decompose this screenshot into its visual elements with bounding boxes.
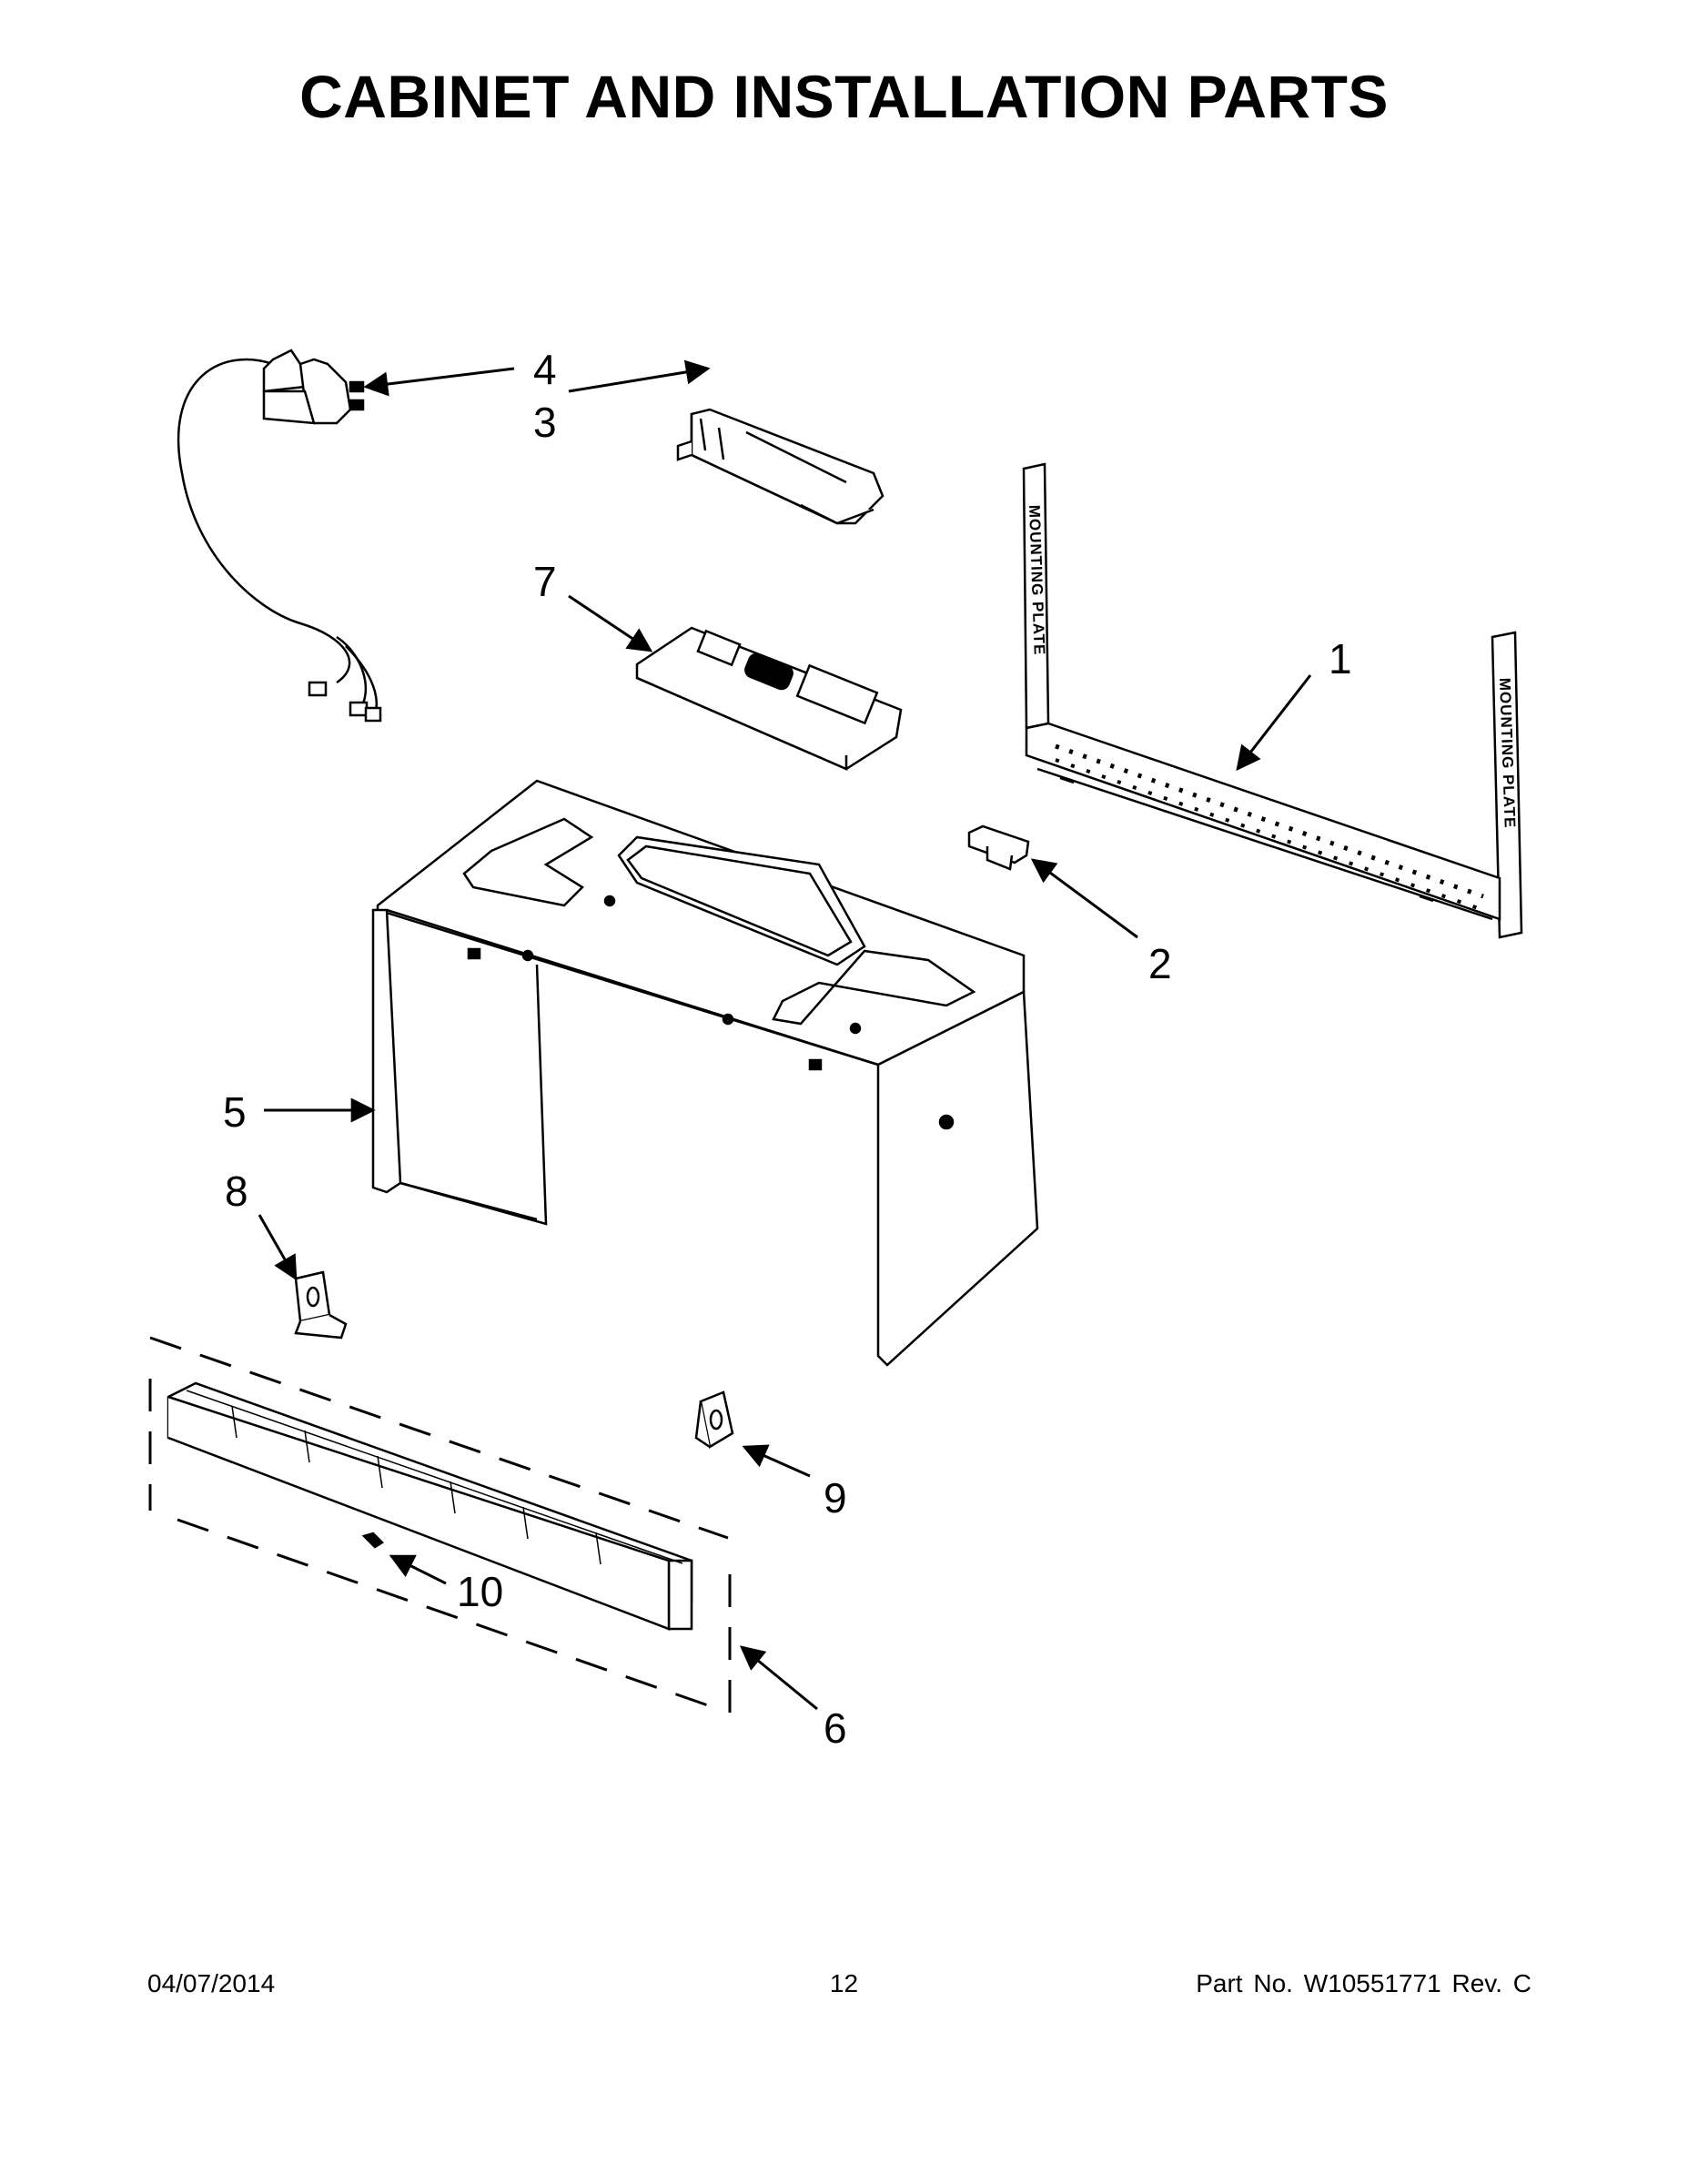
footer-part-number: Part No. W10551771 Rev. C [1196,1969,1531,1997]
callout-6: 6 [824,1704,847,1752]
damper-part [676,408,884,525]
power-cord-part [177,349,382,723]
page-title: CABINET AND INSTALLATION PARTS [299,63,1389,130]
vent-grille-part [148,1336,732,1720]
callout-8: 8 [225,1168,248,1215]
callout-7: 7 [533,558,557,605]
callout-2: 2 [1148,940,1172,987]
bracket-part-9 [694,1390,734,1449]
callout-5: 5 [223,1088,247,1136]
callout-3: 3 [533,399,557,446]
footer-page-number: 12 [829,1969,859,1997]
control-plate-part [635,626,903,771]
cabinet-wrapper-part [371,779,1039,1367]
callout-10: 10 [457,1568,503,1615]
bracket-part-8 [294,1270,348,1340]
callout-1: 1 [1329,635,1352,682]
mounting-plate-part: MOUNTING PLATE MOUNTING PLATE [1022,462,1523,939]
footer-date: 04/07/2014 [147,1969,276,1997]
callout-9: 9 [824,1474,847,1522]
callout-labels: 4 3 7 1 2 5 8 9 10 6 [223,346,1352,1752]
clip-part [967,824,1030,871]
callout-4: 4 [533,346,557,393]
callout-arrows [258,359,1312,1711]
